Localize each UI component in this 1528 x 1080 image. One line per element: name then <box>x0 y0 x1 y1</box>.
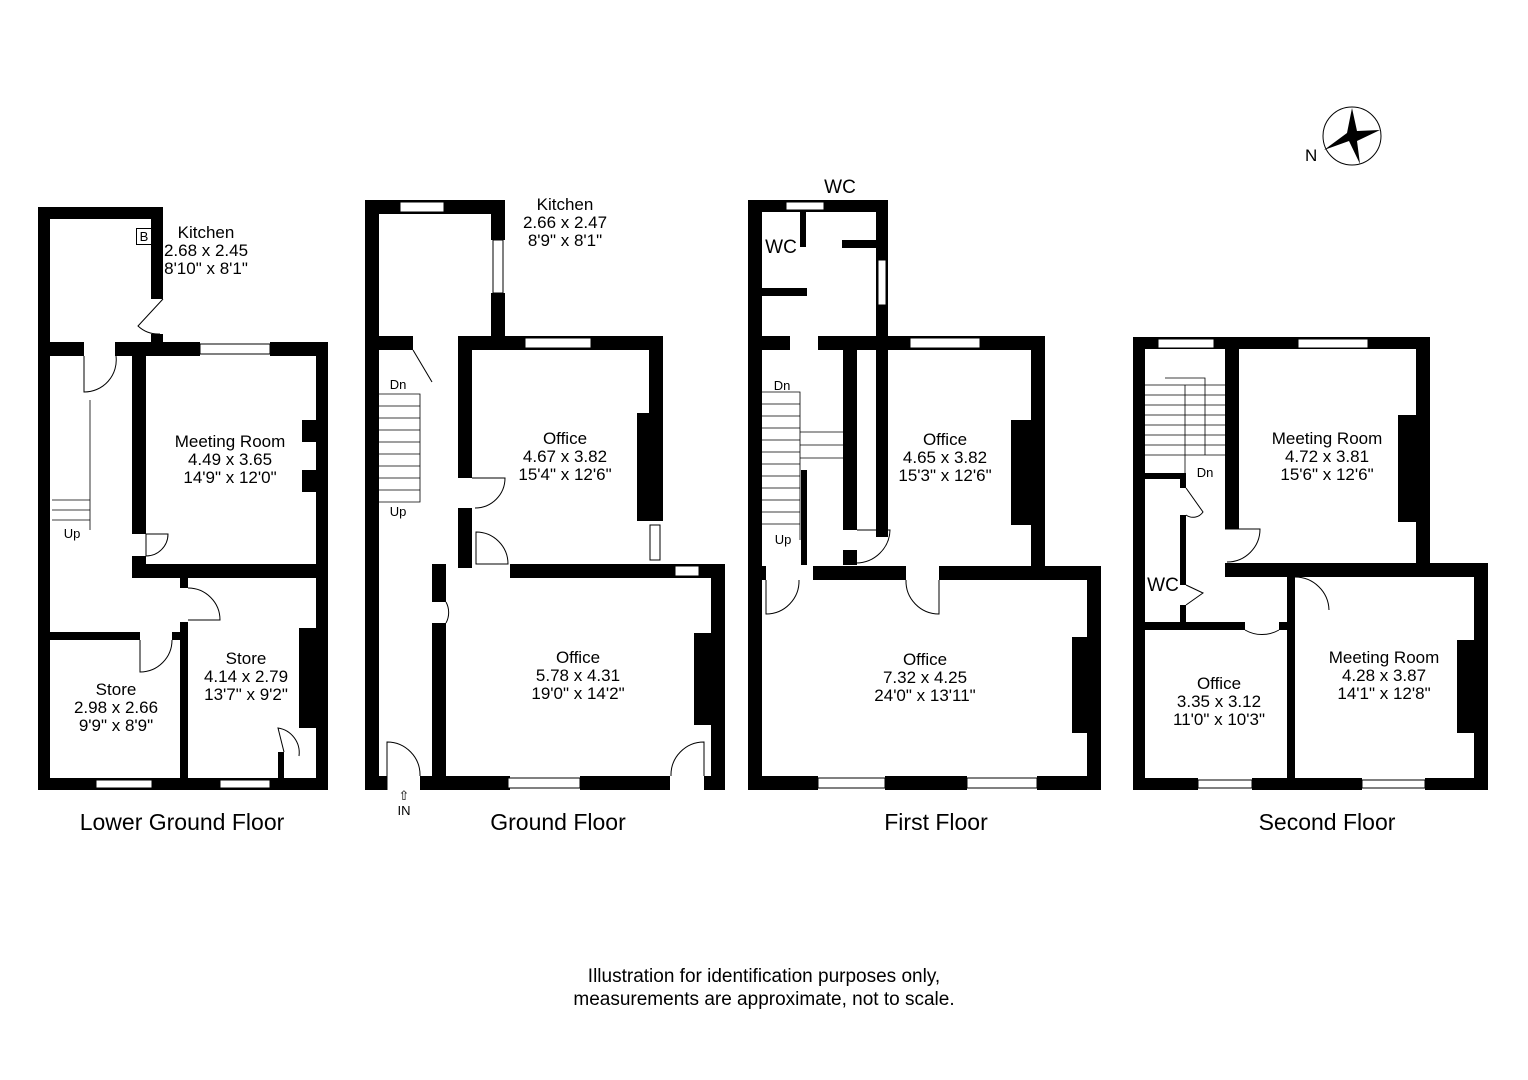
floor-title-first: First Floor <box>884 809 988 835</box>
stair-down-label: Dn <box>389 377 407 392</box>
entrance-arrow-icon: ⇧ <box>398 788 410 803</box>
entrance-label: IN <box>397 803 411 818</box>
stair-up-label: Up <box>63 526 81 541</box>
boiler-label: B <box>136 228 152 245</box>
stairs <box>52 377 1225 540</box>
lower-ground-floor-walls <box>38 207 328 790</box>
stair-up-label: Up <box>774 532 792 547</box>
floor-title-second: Second Floor <box>1258 809 1396 835</box>
disclaimer: Illustration for identification purposes… <box>573 966 955 1010</box>
north-compass <box>1322 106 1382 166</box>
room-label-wc: WC <box>824 177 856 198</box>
floor-title-lower-ground: Lower Ground Floor <box>79 809 285 835</box>
door-swings <box>83 298 1330 790</box>
stair-up-label: Up <box>389 504 407 519</box>
room-label-wc: WC <box>1147 575 1179 596</box>
stair-down-label: Dn <box>1196 465 1214 480</box>
room-label-wc: WC <box>765 237 797 258</box>
stair-down-label: Dn <box>773 378 791 393</box>
second-floor-walls <box>1133 337 1488 790</box>
compass-north-label: N <box>1305 146 1318 165</box>
floor-title-ground: Ground Floor <box>490 809 626 835</box>
